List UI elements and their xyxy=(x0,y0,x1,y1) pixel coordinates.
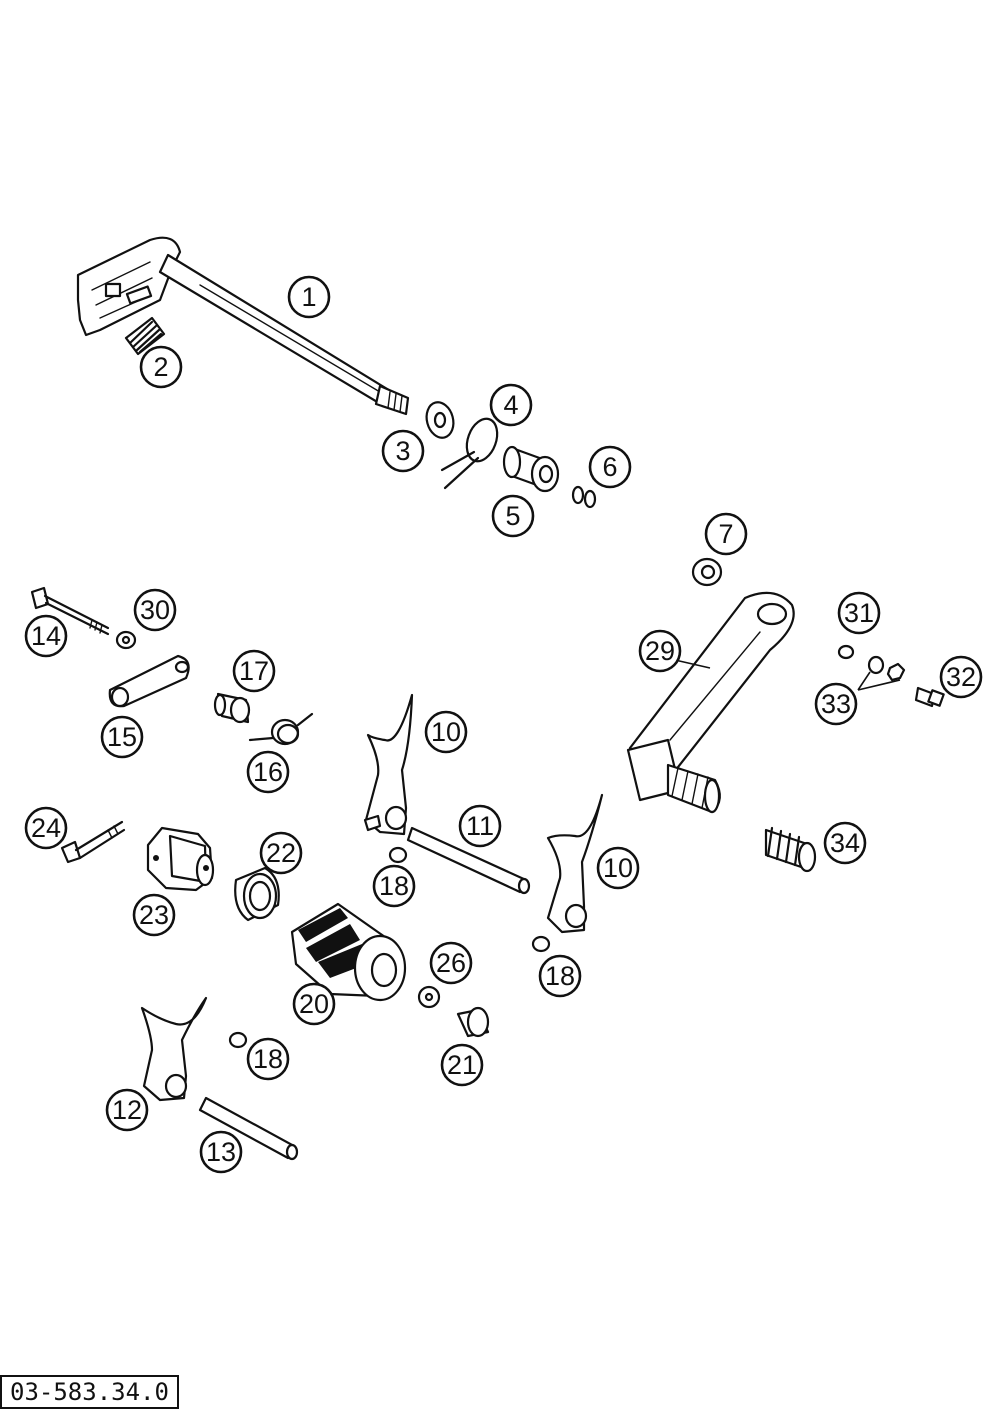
svg-text:29: 29 xyxy=(645,636,675,666)
callout-2: 2 xyxy=(139,345,183,389)
part-clip-4 xyxy=(440,417,499,490)
part-shift-shaft xyxy=(76,236,410,416)
part-spring-16 xyxy=(248,712,314,746)
part-washer-30 xyxy=(115,630,137,650)
part-washer-31 xyxy=(837,644,855,660)
callout-32: 32 xyxy=(939,655,983,699)
callout-15: 15 xyxy=(100,715,144,759)
part-roller-17 xyxy=(213,692,251,724)
part-rubber-34 xyxy=(764,826,817,873)
callout-24: 24 xyxy=(24,806,68,850)
svg-text:10: 10 xyxy=(431,717,461,747)
callout-34: 34 xyxy=(823,821,867,865)
part-pin-18-lower xyxy=(228,1031,248,1049)
part-shift-fork-12 xyxy=(140,996,208,1102)
part-shift-lever-29 xyxy=(626,591,795,814)
callout-23: 23 xyxy=(132,893,176,937)
svg-text:6: 6 xyxy=(602,452,617,482)
svg-text:33: 33 xyxy=(821,689,851,719)
callout-17: 17 xyxy=(232,649,276,693)
callout-4: 4 xyxy=(489,383,533,427)
svg-text:5: 5 xyxy=(505,501,520,531)
svg-text:32: 32 xyxy=(946,662,976,692)
svg-text:2: 2 xyxy=(153,352,168,382)
svg-text:1: 1 xyxy=(301,282,316,312)
callout-22: 22 xyxy=(259,831,303,875)
callout-7: 7 xyxy=(704,512,748,556)
svg-text:3: 3 xyxy=(395,436,410,466)
callout-18-lower: 18 xyxy=(246,1037,290,1081)
part-rod-11 xyxy=(406,826,531,895)
part-nut-33 xyxy=(867,655,906,682)
svg-text:12: 12 xyxy=(112,1095,142,1125)
part-shift-fork-10-lower xyxy=(546,793,604,934)
callout-31: 31 xyxy=(837,591,881,635)
svg-text:18: 18 xyxy=(379,871,409,901)
svg-text:21: 21 xyxy=(447,1050,477,1080)
callout-6: 6 xyxy=(588,445,632,489)
callout-21: 21 xyxy=(440,1043,484,1087)
svg-text:7: 7 xyxy=(718,519,733,549)
part-shift-fork-10-upper xyxy=(363,693,414,836)
callout-18-right: 18 xyxy=(538,954,582,998)
callout-26: 26 xyxy=(429,941,473,985)
svg-text:4: 4 xyxy=(503,390,518,420)
part-bolt-24 xyxy=(60,820,126,864)
callout-20: 20 xyxy=(292,982,336,1026)
part-shift-drum-locating-23 xyxy=(146,826,215,892)
part-pin-18-upper xyxy=(388,846,408,864)
part-bolt-14 xyxy=(30,586,110,636)
callout-14: 14 xyxy=(24,614,68,658)
callout-18-upper: 18 xyxy=(372,864,416,908)
callout-1: 1 xyxy=(287,275,331,319)
svg-text:20: 20 xyxy=(299,989,329,1019)
part-bearing-22 xyxy=(234,866,280,922)
svg-text:18: 18 xyxy=(253,1044,283,1074)
svg-text:34: 34 xyxy=(830,828,860,858)
callout-10-lower: 10 xyxy=(596,846,640,890)
callout-10-upper: 10 xyxy=(424,710,468,754)
callout-13: 13 xyxy=(199,1130,243,1174)
svg-text:10: 10 xyxy=(603,853,633,883)
svg-text:24: 24 xyxy=(31,813,61,843)
callout-29: 29 xyxy=(638,629,682,673)
svg-text:16: 16 xyxy=(253,757,283,787)
svg-text:31: 31 xyxy=(844,598,874,628)
svg-text:23: 23 xyxy=(139,900,169,930)
part-bolt-32 xyxy=(914,686,945,708)
part-bush-21 xyxy=(456,1006,490,1038)
callout-11: 11 xyxy=(458,804,502,848)
svg-text:11: 11 xyxy=(466,811,494,841)
svg-text:17: 17 xyxy=(239,656,269,686)
svg-text:14: 14 xyxy=(31,621,61,651)
callout-3: 3 xyxy=(381,429,425,473)
part-shift-drum-20 xyxy=(290,902,407,1002)
part-spring-2 xyxy=(124,316,166,356)
callout-16: 16 xyxy=(246,750,290,794)
callout-5: 5 xyxy=(491,494,535,538)
svg-text:26: 26 xyxy=(436,948,466,978)
part-bush-5 xyxy=(502,445,560,493)
svg-text:18: 18 xyxy=(545,961,575,991)
part-rod-13 xyxy=(198,1096,299,1161)
svg-text:13: 13 xyxy=(206,1137,236,1167)
part-washer-26 xyxy=(417,985,441,1009)
part-washer-3 xyxy=(425,401,455,439)
part-lever-15 xyxy=(108,654,190,708)
part-pin-18-right xyxy=(531,935,551,953)
svg-text:30: 30 xyxy=(140,595,170,625)
part-seal-7 xyxy=(691,557,723,587)
callout-33: 33 xyxy=(814,682,858,726)
svg-text:22: 22 xyxy=(266,838,296,868)
callout-30: 30 xyxy=(133,588,177,632)
reference-number: 03-583.34.0 xyxy=(0,1375,179,1409)
part-ring-6 xyxy=(571,485,597,509)
svg-text:15: 15 xyxy=(107,722,137,752)
callout-12: 12 xyxy=(105,1088,149,1132)
